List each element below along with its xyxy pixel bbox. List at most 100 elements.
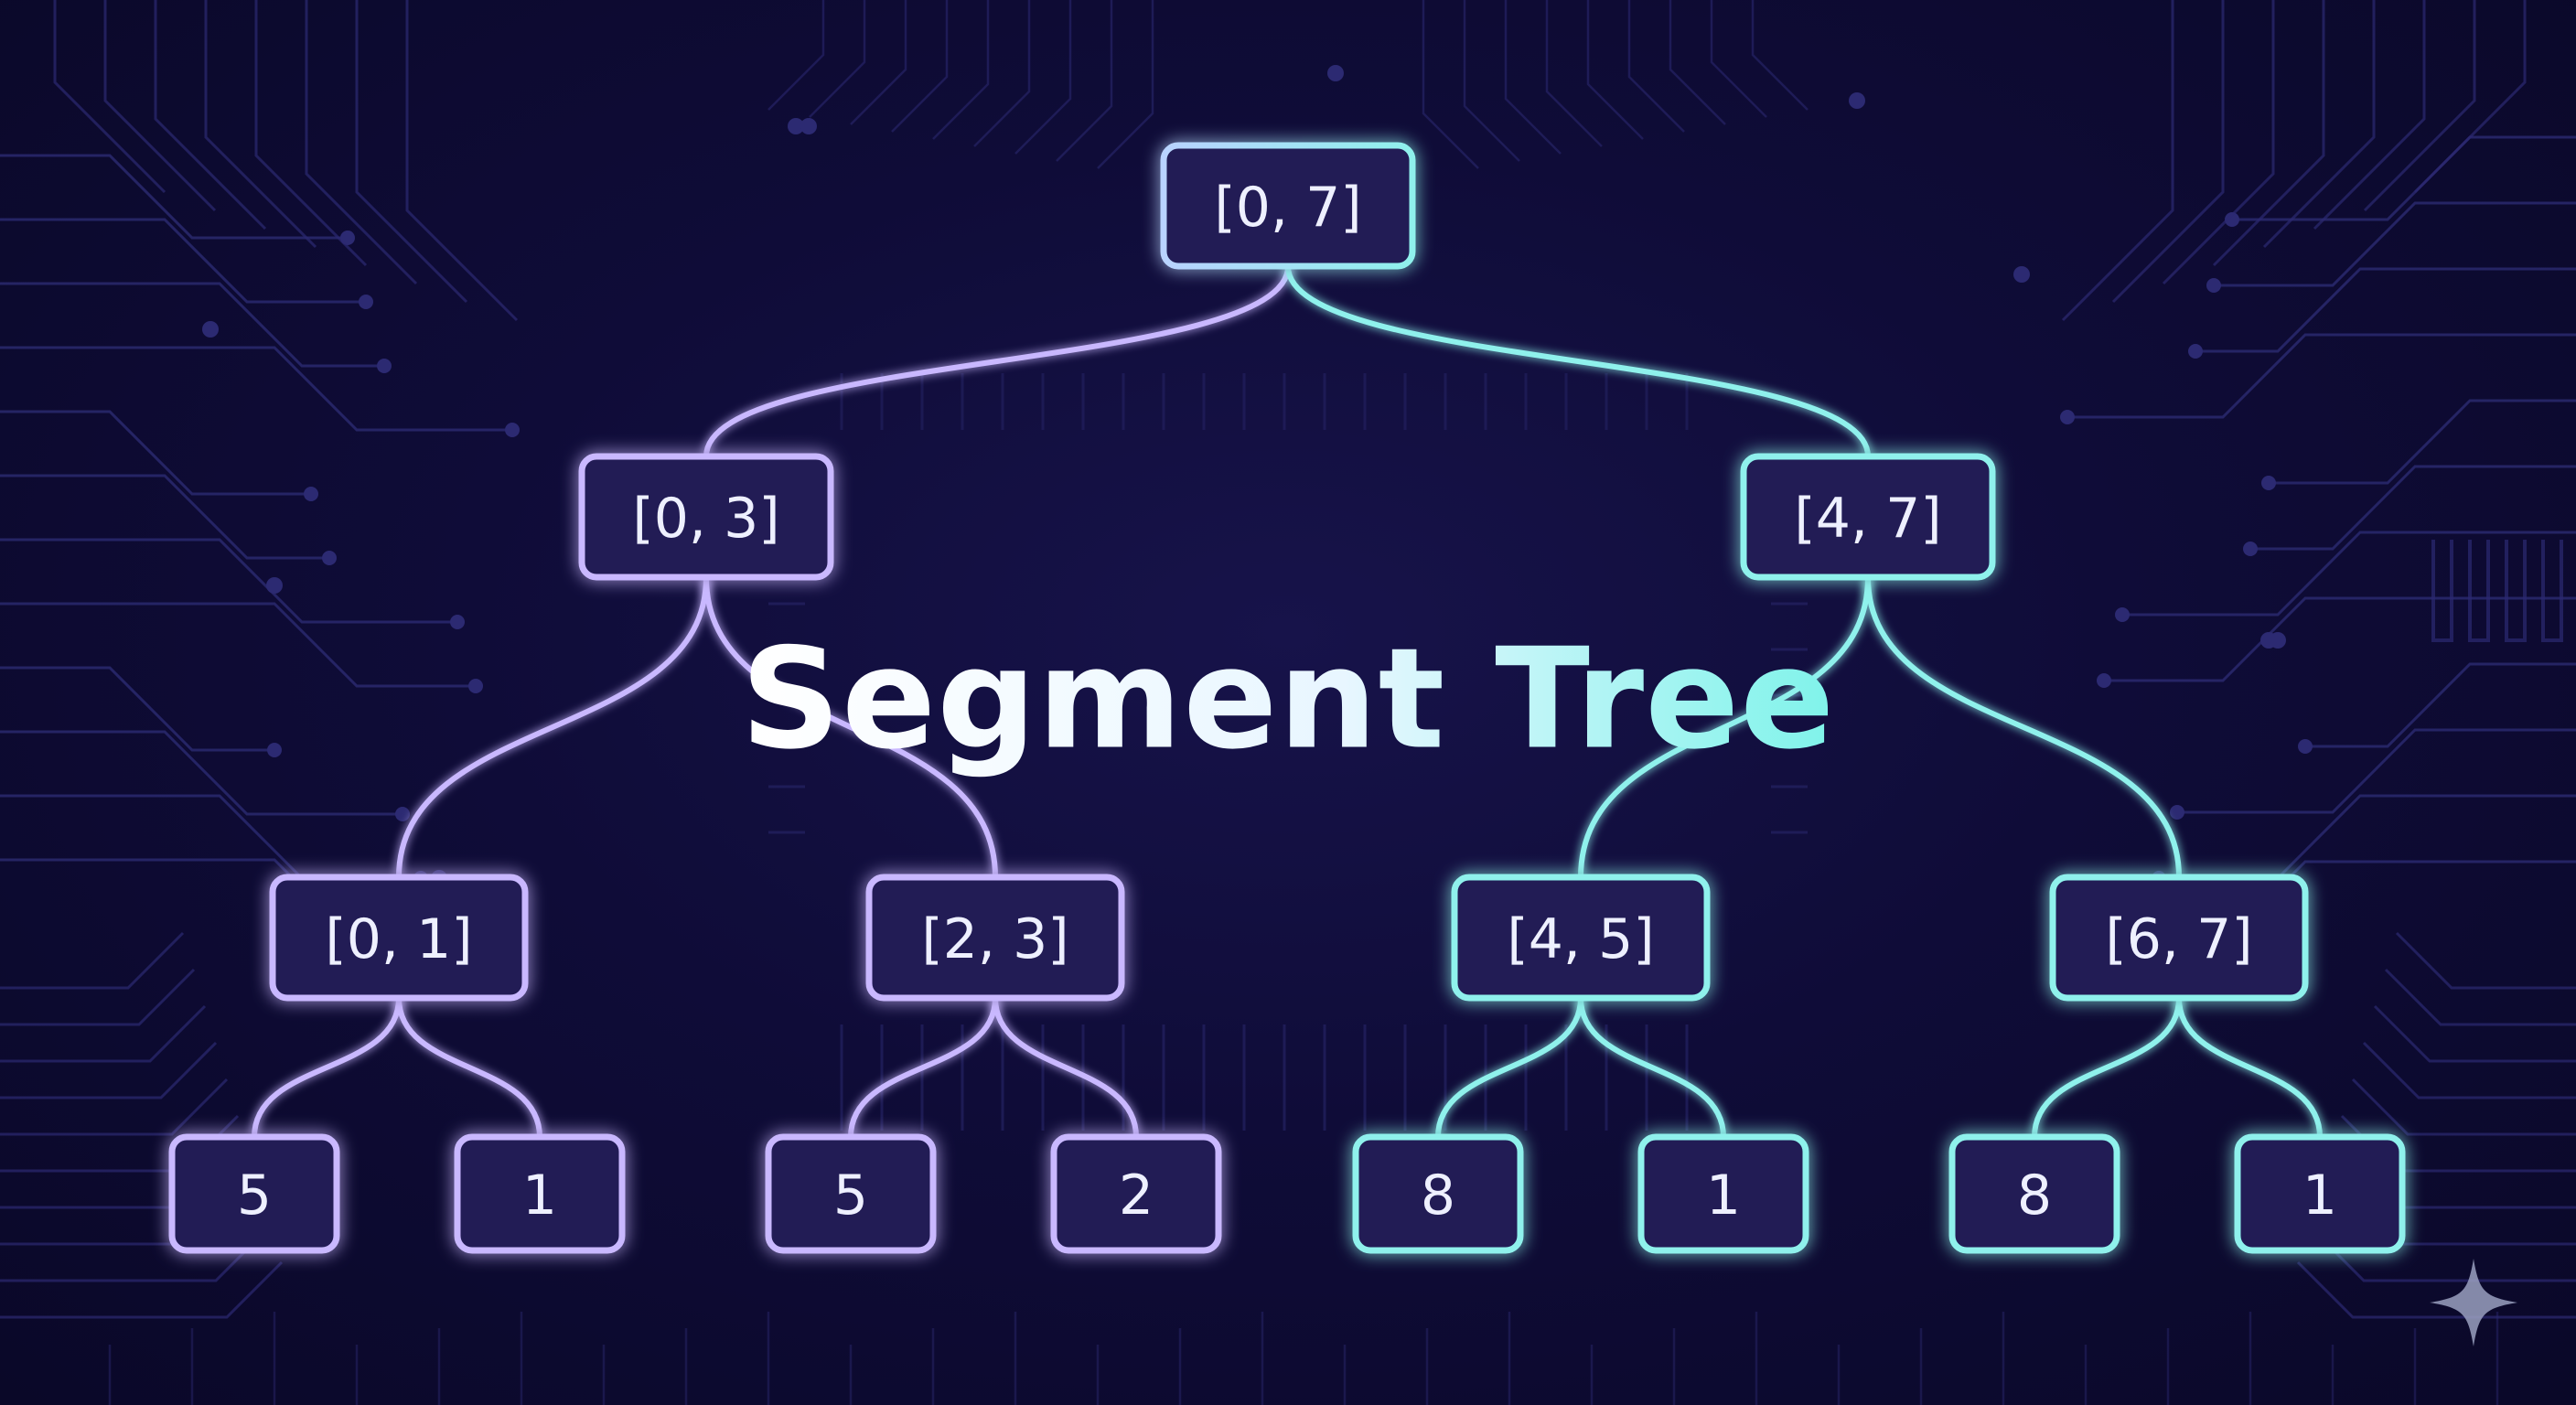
- circuit-node: [359, 295, 373, 309]
- circuit-trace: [2122, 531, 2576, 617]
- node-range-label: [2, 3]: [921, 907, 1068, 971]
- circuit-trace: [0, 154, 348, 240]
- tree-edge: [993, 995, 1139, 1140]
- circuit-trace: [305, 0, 418, 285]
- tree-node: [4, 7]: [1740, 453, 1996, 581]
- leaf-value: 2: [1119, 1164, 1154, 1228]
- circuit-trace: [2177, 728, 2576, 814]
- circuit-node: [2270, 632, 2286, 649]
- tree-node: [2, 3]: [865, 874, 1125, 1002]
- node-box: [1352, 1133, 1524, 1254]
- node-range-label: [0, 7]: [1214, 176, 1361, 240]
- circuit-node: [2097, 673, 2111, 688]
- leaf-value: 1: [1706, 1164, 1741, 1228]
- circuit-trace: [973, 0, 1031, 147]
- tree-edge: [848, 995, 998, 1140]
- tree-edge: [396, 995, 542, 1140]
- tree-leaf-node: 5: [765, 1133, 937, 1254]
- circuit-trace: [1710, 0, 1767, 118]
- node-range-label: [4, 5]: [1507, 907, 1654, 971]
- circuit-trace: [2413, 0, 2527, 194]
- circuit-trace: [2061, 0, 2174, 322]
- tree-edge: [1435, 995, 1583, 1140]
- circuit-trace: [2351, 1078, 2576, 1136]
- tree-node: [0, 1]: [269, 874, 529, 1002]
- node-box: [865, 874, 1125, 1002]
- tree-edge: [1578, 574, 1871, 880]
- circuit-trace: [2363, 0, 2476, 212]
- node-box: [765, 1133, 937, 1254]
- leaf-value: 5: [237, 1164, 272, 1228]
- circuit-node: [266, 577, 283, 594]
- tree-leaf-node: 8: [1948, 1133, 2120, 1254]
- tree-leaf-node: 1: [1637, 1133, 1809, 1254]
- tree-node: [0, 3]: [578, 453, 834, 581]
- node-range-label: [6, 7]: [2105, 907, 2252, 971]
- tree-edge: [703, 263, 1291, 459]
- tree-node: [6, 7]: [2049, 874, 2309, 1002]
- circuit-node: [2115, 607, 2130, 622]
- node-box: [1637, 1133, 1809, 1254]
- circuit-trace: [2505, 540, 2527, 642]
- node-box: [1948, 1133, 2120, 1254]
- circuit-trace: [2214, 201, 2576, 287]
- tree-edge: [703, 574, 998, 880]
- circuit-trace: [2195, 267, 2576, 353]
- circuit-trace: [154, 0, 267, 231]
- circuit-trace: [0, 794, 421, 880]
- circuit-node: [800, 118, 817, 134]
- circuit-trace: [2262, 0, 2376, 249]
- circuit-trace: [932, 0, 990, 140]
- sparkle-icon: [2430, 1259, 2517, 1346]
- circuit-trace: [405, 0, 519, 322]
- tree-edges: [252, 263, 2323, 1140]
- circuit-trace: [2468, 540, 2490, 642]
- circuit-trace: [2305, 662, 2576, 748]
- node-box: [2234, 1133, 2406, 1254]
- circuit-trace: [204, 0, 317, 249]
- node-range-label: [4, 7]: [1794, 487, 1941, 551]
- tree-nodes: [0, 7] [0, 3] [4, 7] [0, 1] [2, 3] [4, 5] [6, …: [168, 142, 2406, 1254]
- node-box: [269, 874, 529, 1002]
- tree-leaf-node: 8: [1352, 1133, 1524, 1254]
- circuit-trace: [2384, 968, 2576, 1026]
- circuit-node: [202, 321, 219, 338]
- circuit-trace: [0, 474, 329, 560]
- circuit-trace: [0, 602, 476, 688]
- circuit-trace: [2162, 0, 2275, 285]
- circuit-node: [788, 118, 804, 134]
- circuit-trace: [2296, 1260, 2576, 1319]
- circuit-node: [395, 807, 410, 821]
- circuit-trace: [1014, 0, 1072, 155]
- circuit-trace: [767, 0, 825, 111]
- circuit-trace: [103, 0, 217, 212]
- leaf-value: 8: [1421, 1164, 1455, 1228]
- circuit-trace: [254, 0, 368, 267]
- circuit-trace: [355, 0, 468, 304]
- circuit-trace: [0, 968, 196, 1026]
- circuit-node: [267, 743, 282, 757]
- node-range-label: [0, 1]: [325, 907, 472, 971]
- circuit-node: [450, 615, 465, 629]
- circuit-trace: [0, 282, 384, 368]
- circuit-trace: [0, 346, 512, 432]
- circuit-node: [2013, 266, 2030, 283]
- tree-edge: [1865, 574, 2182, 880]
- circuit-node: [2298, 739, 2313, 754]
- circuit-trace: [2269, 399, 2576, 485]
- circuit-node: [2261, 476, 2276, 490]
- tree-root-node: [0, 7]: [1160, 142, 1416, 270]
- circuit-trace: [0, 1260, 284, 1319]
- circuit-node: [2225, 212, 2239, 227]
- circuit-trace: [1504, 0, 1562, 155]
- leaf-value: 1: [522, 1164, 557, 1228]
- circuit-trace: [0, 730, 402, 816]
- circuit-trace: [0, 1078, 229, 1136]
- circuit-node: [468, 679, 483, 693]
- circuit-trace: [0, 931, 185, 990]
- node-box: [1050, 1133, 1222, 1254]
- tree-leaf-node: 5: [168, 1133, 340, 1254]
- circuit-trace: [0, 410, 311, 496]
- circuit-trace: [1545, 0, 1603, 147]
